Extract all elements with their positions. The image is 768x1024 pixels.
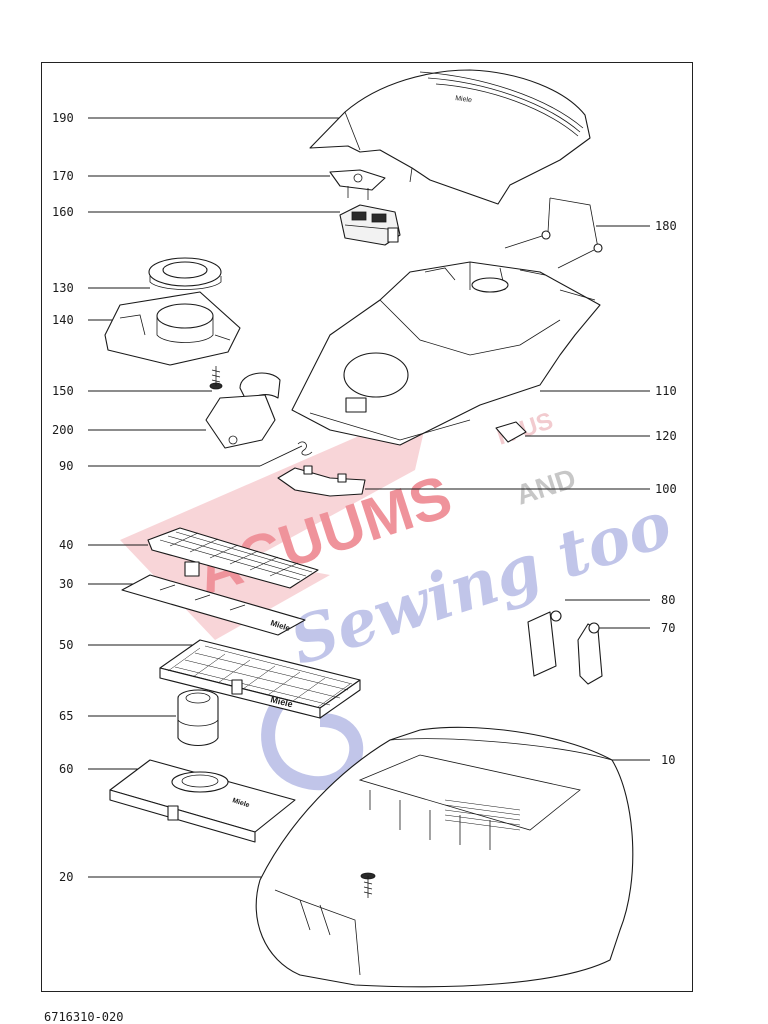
callout-130: 130 xyxy=(52,281,74,295)
callout-numbers: 190 170 160 180 130 140 150 110 200 120 … xyxy=(52,111,677,884)
part-170-clip xyxy=(329,169,386,200)
callout-60: 60 xyxy=(59,762,73,776)
diagram-frame xyxy=(41,62,693,992)
cover-brand-mark: Miele xyxy=(455,95,473,104)
callout-150: 150 xyxy=(52,384,74,398)
callout-110: 110 xyxy=(655,384,677,398)
callout-190: 190 xyxy=(52,111,74,125)
part-10-base xyxy=(255,726,634,988)
part-80-latch xyxy=(527,610,562,677)
callout-40: 40 xyxy=(59,538,73,552)
callout-160: 160 xyxy=(52,205,74,219)
part-130-ring xyxy=(148,257,222,290)
callout-50: 50 xyxy=(59,638,73,652)
part-100-handle xyxy=(277,465,366,497)
watermark-text-and: AND xyxy=(512,462,579,510)
part-150-screw xyxy=(209,366,223,390)
callout-200: 200 xyxy=(52,423,74,437)
part-180-springs xyxy=(504,197,603,269)
watermark-arrow xyxy=(120,405,430,640)
callout-20: 20 xyxy=(59,870,73,884)
callout-100: 100 xyxy=(655,482,677,496)
part-90-spring xyxy=(297,441,313,456)
callout-90: 90 xyxy=(59,459,73,473)
part-50-filter: Miele xyxy=(159,639,361,719)
callout-65: 65 xyxy=(59,709,73,723)
callout-10: 10 xyxy=(661,753,675,767)
leader-lines xyxy=(88,117,650,878)
part-110-main-body xyxy=(291,261,601,446)
callout-140: 140 xyxy=(52,313,74,327)
part-160-switch xyxy=(339,204,401,246)
part-30-mat: Miele xyxy=(121,574,306,636)
part-20-screw xyxy=(360,872,376,898)
part-190-top-cover: Miele xyxy=(309,69,591,205)
document-number: 6716310-020 xyxy=(44,1010,124,1024)
part-70-latch xyxy=(577,622,603,685)
part-140-housing xyxy=(104,291,241,366)
callout-30: 30 xyxy=(59,577,73,591)
callout-180: 180 xyxy=(655,219,677,233)
callout-80: 80 xyxy=(661,593,675,607)
part-65-cylinder xyxy=(177,689,219,747)
callout-120: 120 xyxy=(655,429,677,443)
part-200-flap xyxy=(205,372,281,449)
callout-170: 170 xyxy=(52,169,74,183)
part-60-tray: Miele xyxy=(109,759,296,843)
part-120-cap xyxy=(495,421,527,443)
callout-70: 70 xyxy=(661,621,675,635)
part-40-grid-filter xyxy=(147,527,319,589)
